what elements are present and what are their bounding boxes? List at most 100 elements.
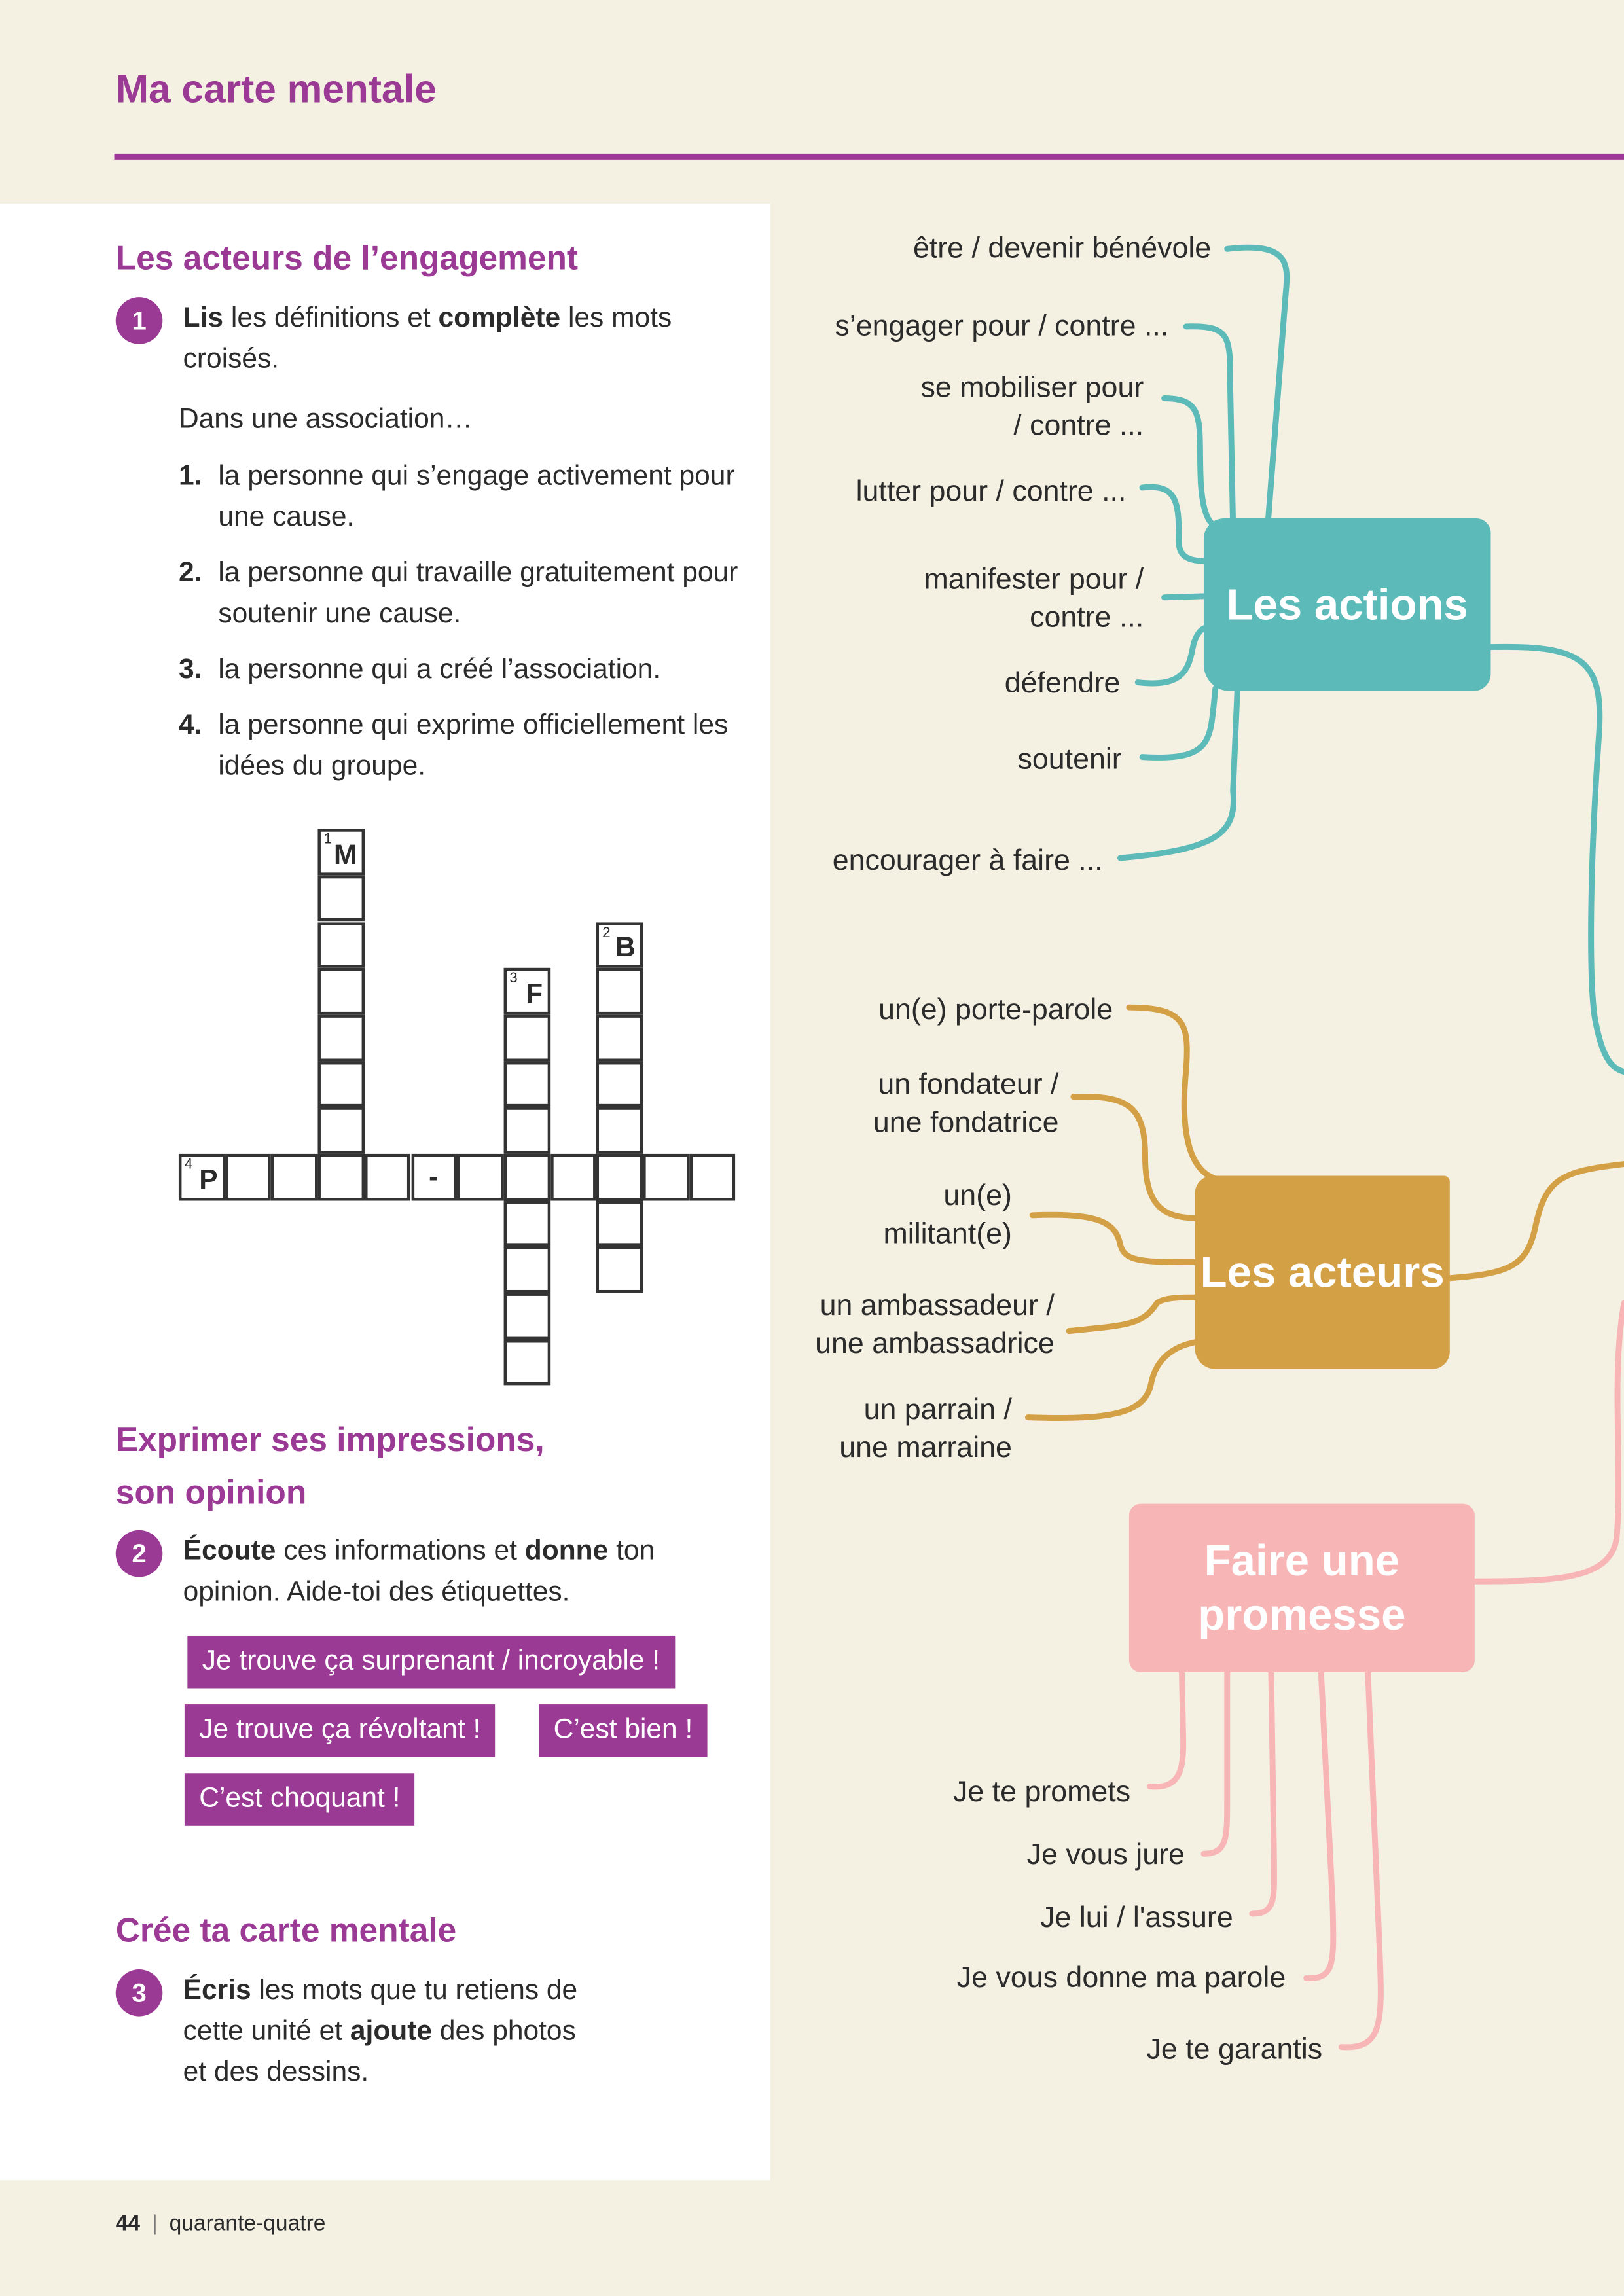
given-letter: B bbox=[615, 933, 636, 964]
definition-number: 4. bbox=[178, 710, 202, 742]
given-letter: F bbox=[526, 979, 543, 1011]
definition-number: 1. bbox=[178, 461, 202, 492]
crossword-cell[interactable] bbox=[317, 1061, 365, 1107]
crossword-cell[interactable] bbox=[596, 1014, 643, 1062]
exercise1-instruction: Lis les définitions et complète les mots… bbox=[183, 298, 740, 380]
crossword-cell[interactable] bbox=[317, 1153, 365, 1200]
verb: complète bbox=[438, 303, 561, 334]
clue-number: 1 bbox=[323, 831, 333, 848]
mindmap-item: un fondateur / une fondatrice bbox=[873, 1069, 1059, 1139]
mindmap-item: être / devenir bénévole bbox=[912, 232, 1212, 265]
verb: Écris bbox=[183, 1975, 251, 2006]
crossword-cell[interactable] bbox=[596, 1200, 643, 1247]
crossword-cell[interactable] bbox=[503, 1339, 550, 1386]
mindmap-item: Je te garantis bbox=[1146, 2034, 1323, 2066]
crossword-cell[interactable] bbox=[317, 922, 365, 969]
mindmap-item: Je vous jure bbox=[1026, 1839, 1185, 1872]
mindmap-item: lutter pour / contre ... bbox=[856, 476, 1127, 509]
definition-text: la personne qui exprime officiellement l… bbox=[218, 710, 729, 782]
title-divider bbox=[114, 153, 1624, 160]
opinion-tag[interactable]: C’est choquant ! bbox=[184, 1773, 415, 1826]
exercise-number: 1 bbox=[115, 297, 163, 344]
crossword-cell[interactable] bbox=[503, 1153, 550, 1200]
crossword-cell[interactable] bbox=[364, 1153, 411, 1200]
crossword-cell[interactable] bbox=[503, 1293, 550, 1340]
mindmap-item: un parrain / une marraine bbox=[839, 1393, 1012, 1465]
definition-list: 1. la personne qui s’engage activement po… bbox=[179, 457, 750, 802]
mindmap-item: Je lui / l'assure bbox=[1040, 1902, 1233, 1935]
definition-number: 3. bbox=[178, 655, 202, 686]
text: des photos et des dessins. bbox=[183, 2016, 576, 2089]
crossword-cell[interactable] bbox=[317, 875, 365, 922]
crossword-cell[interactable] bbox=[503, 1014, 550, 1062]
crossword-cell[interactable] bbox=[643, 1153, 690, 1200]
crossword-cell[interactable] bbox=[596, 1246, 643, 1293]
heading-line: son opinion bbox=[115, 1473, 307, 1511]
definition-text: la personne qui a créé l’association. bbox=[218, 655, 661, 686]
text: ton opinion. Aide-toi des étiquettes. bbox=[183, 1535, 655, 1608]
crossword-cell[interactable] bbox=[550, 1153, 597, 1200]
crossword-cell[interactable] bbox=[503, 1200, 550, 1247]
given-letter: M bbox=[333, 840, 357, 871]
exercise2-instruction: Écoute ces informations et donne ton opi… bbox=[183, 1532, 725, 1613]
mindmap-item: s’engager pour / contre ... bbox=[835, 310, 1169, 343]
opinion-tag[interactable]: Je trouve ça révoltant ! bbox=[184, 1704, 496, 1757]
verb: donne bbox=[524, 1535, 609, 1567]
crossword-cell[interactable] bbox=[457, 1153, 504, 1200]
crossword-cell[interactable] bbox=[596, 968, 643, 1015]
crossword-cell[interactable] bbox=[503, 1061, 550, 1107]
text: ces informations et bbox=[276, 1535, 525, 1567]
crossword-cell[interactable] bbox=[225, 1153, 272, 1200]
mindmap-item: un(e) porte-parole bbox=[878, 994, 1113, 1027]
mindmap-item: encourager à faire ... bbox=[832, 844, 1103, 878]
mindmap-item: Je te promets bbox=[953, 1776, 1131, 1808]
text: les définitions et bbox=[223, 303, 439, 334]
hyphen: - bbox=[429, 1162, 439, 1193]
mindmap-item: défendre bbox=[1004, 668, 1121, 700]
exercise3-instruction: Écris les mots que tu retiens de cette u… bbox=[183, 1971, 593, 2094]
crossword-cell[interactable] bbox=[271, 1153, 318, 1200]
definition-item: 2.la personne qui travaille gratuitement… bbox=[179, 554, 750, 636]
heading-line: Exprimer ses impressions, bbox=[115, 1420, 545, 1459]
exercise-number: 2 bbox=[115, 1530, 163, 1577]
definition-item: 1. la personne qui s’engage activement po… bbox=[179, 457, 750, 539]
crossword-cell[interactable] bbox=[317, 968, 365, 1015]
exercise-number: 3 bbox=[115, 1969, 163, 2017]
clue-number: 4 bbox=[184, 1157, 193, 1173]
definition-text: la personne qui s’engage activement pour… bbox=[218, 461, 735, 533]
crossword-cell[interactable] bbox=[596, 1061, 643, 1107]
mindmap-item: un(e) militant(e) bbox=[883, 1180, 1012, 1251]
given-letter: P bbox=[199, 1165, 218, 1196]
verb: ajoute bbox=[350, 2016, 433, 2047]
clue-number: 2 bbox=[602, 924, 611, 941]
page-number-words: quarante-quatre bbox=[169, 2211, 326, 2236]
clue-number: 3 bbox=[509, 971, 518, 988]
crossword-cell[interactable] bbox=[596, 1153, 643, 1200]
verb: Lis bbox=[183, 303, 224, 334]
crossword-cell[interactable]: - bbox=[410, 1153, 458, 1200]
mindmap-item: un ambassadeur / une ambassadrice bbox=[815, 1289, 1055, 1361]
definition-item: 3. la personne qui a créé l’association. bbox=[179, 650, 750, 691]
crossword-cell[interactable] bbox=[689, 1153, 736, 1200]
mindmap-item: manifester pour / contre ... bbox=[924, 564, 1144, 634]
node-les-acteurs: Les acteurs bbox=[1195, 1175, 1450, 1369]
opinion-tag[interactable]: Je trouve ça surprenant / incroyable ! bbox=[187, 1635, 675, 1689]
opinion-tag[interactable]: C’est bien ! bbox=[539, 1704, 708, 1757]
page-footer: 44|quarante-quatre bbox=[115, 2211, 326, 2236]
crossword-cell[interactable] bbox=[317, 1014, 365, 1062]
crossword-cell[interactable] bbox=[317, 1107, 365, 1154]
crossword-cell[interactable] bbox=[503, 1246, 550, 1293]
crossword-cell[interactable] bbox=[596, 1107, 643, 1154]
verb: Écoute bbox=[183, 1535, 276, 1567]
definition-text: la personne qui travaille gratuitement p… bbox=[218, 558, 738, 630]
crossword-cell[interactable] bbox=[503, 1107, 550, 1154]
page-title: Ma carte mentale bbox=[115, 67, 437, 112]
section3-heading: Crée ta carte mentale bbox=[115, 1910, 457, 1949]
mindmap-item: Je vous donne ma parole bbox=[956, 1962, 1286, 1995]
